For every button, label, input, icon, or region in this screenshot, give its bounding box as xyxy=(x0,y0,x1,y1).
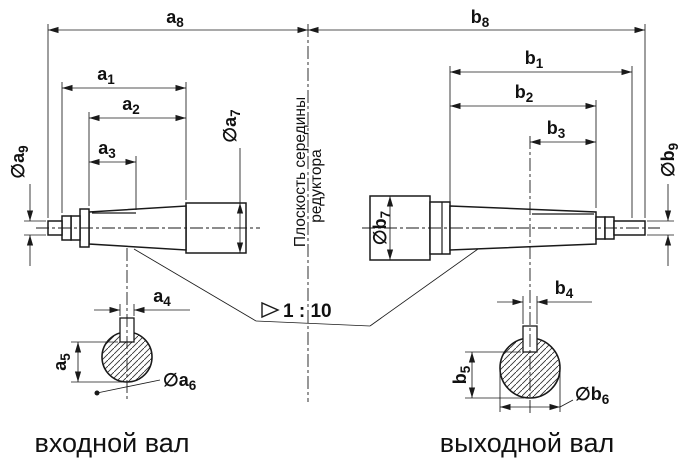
dim-b8: b8 xyxy=(308,7,646,218)
dim-a6: ∅a6 xyxy=(94,370,197,396)
output-shaft-caption: выходной вал xyxy=(440,428,614,458)
dim-label-a4: a4 xyxy=(153,286,171,309)
dim-label-b7: ∅b7 xyxy=(370,211,393,245)
middle-plane-text-line1: Плоскость середины xyxy=(292,97,309,247)
input-shaft-section xyxy=(101,317,153,383)
dim-a3: a3 xyxy=(89,138,137,210)
dim-label-b4: b4 xyxy=(555,278,574,301)
dim-label-a3: a3 xyxy=(98,138,116,161)
dim-label-b1: b1 xyxy=(525,48,544,71)
middle-plane-text-line2: редуктора xyxy=(308,149,325,223)
dim-b3: b3 xyxy=(530,118,596,146)
dim-a7: ∅a7 xyxy=(220,109,244,253)
middle-plane-note: Плоскость середины редуктора xyxy=(292,97,325,247)
taper-callout: 1 : 10 xyxy=(133,248,479,327)
dim-label-a5: a5 xyxy=(50,353,73,371)
dim-b4: b4 xyxy=(497,278,592,324)
dim-label-b8: b8 xyxy=(471,7,490,30)
dim-b5: b5 xyxy=(450,351,524,399)
dim-label-a6: ∅a6 xyxy=(163,370,197,393)
dim-label-a2: a2 xyxy=(122,94,140,117)
dim-b9: ∅b9 xyxy=(647,143,681,266)
dim-a4: a4 xyxy=(94,286,190,316)
dim-a5: a5 xyxy=(50,341,122,383)
dim-b1: b1 xyxy=(449,48,633,218)
dim-label-b6: ∅b6 xyxy=(575,384,610,407)
dim-b7: ∅b7 xyxy=(370,196,394,260)
dim-a1: a1 xyxy=(61,64,187,213)
dim-label-a1: a1 xyxy=(97,64,115,87)
dim-label-b3: b3 xyxy=(547,118,566,141)
input-shaft-caption: входной вал xyxy=(34,428,189,458)
dim-label-a7: ∅a7 xyxy=(220,109,243,142)
center-lines xyxy=(36,24,660,414)
dim-b6: ∅b6 xyxy=(499,372,610,412)
dim-label-a8: a8 xyxy=(166,7,184,30)
dim-b2: b2 xyxy=(450,82,597,208)
taper-symbol-icon xyxy=(261,301,280,319)
dim-label-a9: ∅a9 xyxy=(8,145,31,178)
taper-ratio-label: 1 : 10 xyxy=(283,301,332,322)
dim-label-b2: b2 xyxy=(515,82,534,105)
dim-a8: a8 xyxy=(47,7,308,218)
dim-a9: ∅a9 xyxy=(8,145,46,266)
dim-label-b5: b5 xyxy=(450,365,473,384)
dim-label-b9: ∅b9 xyxy=(658,143,681,177)
